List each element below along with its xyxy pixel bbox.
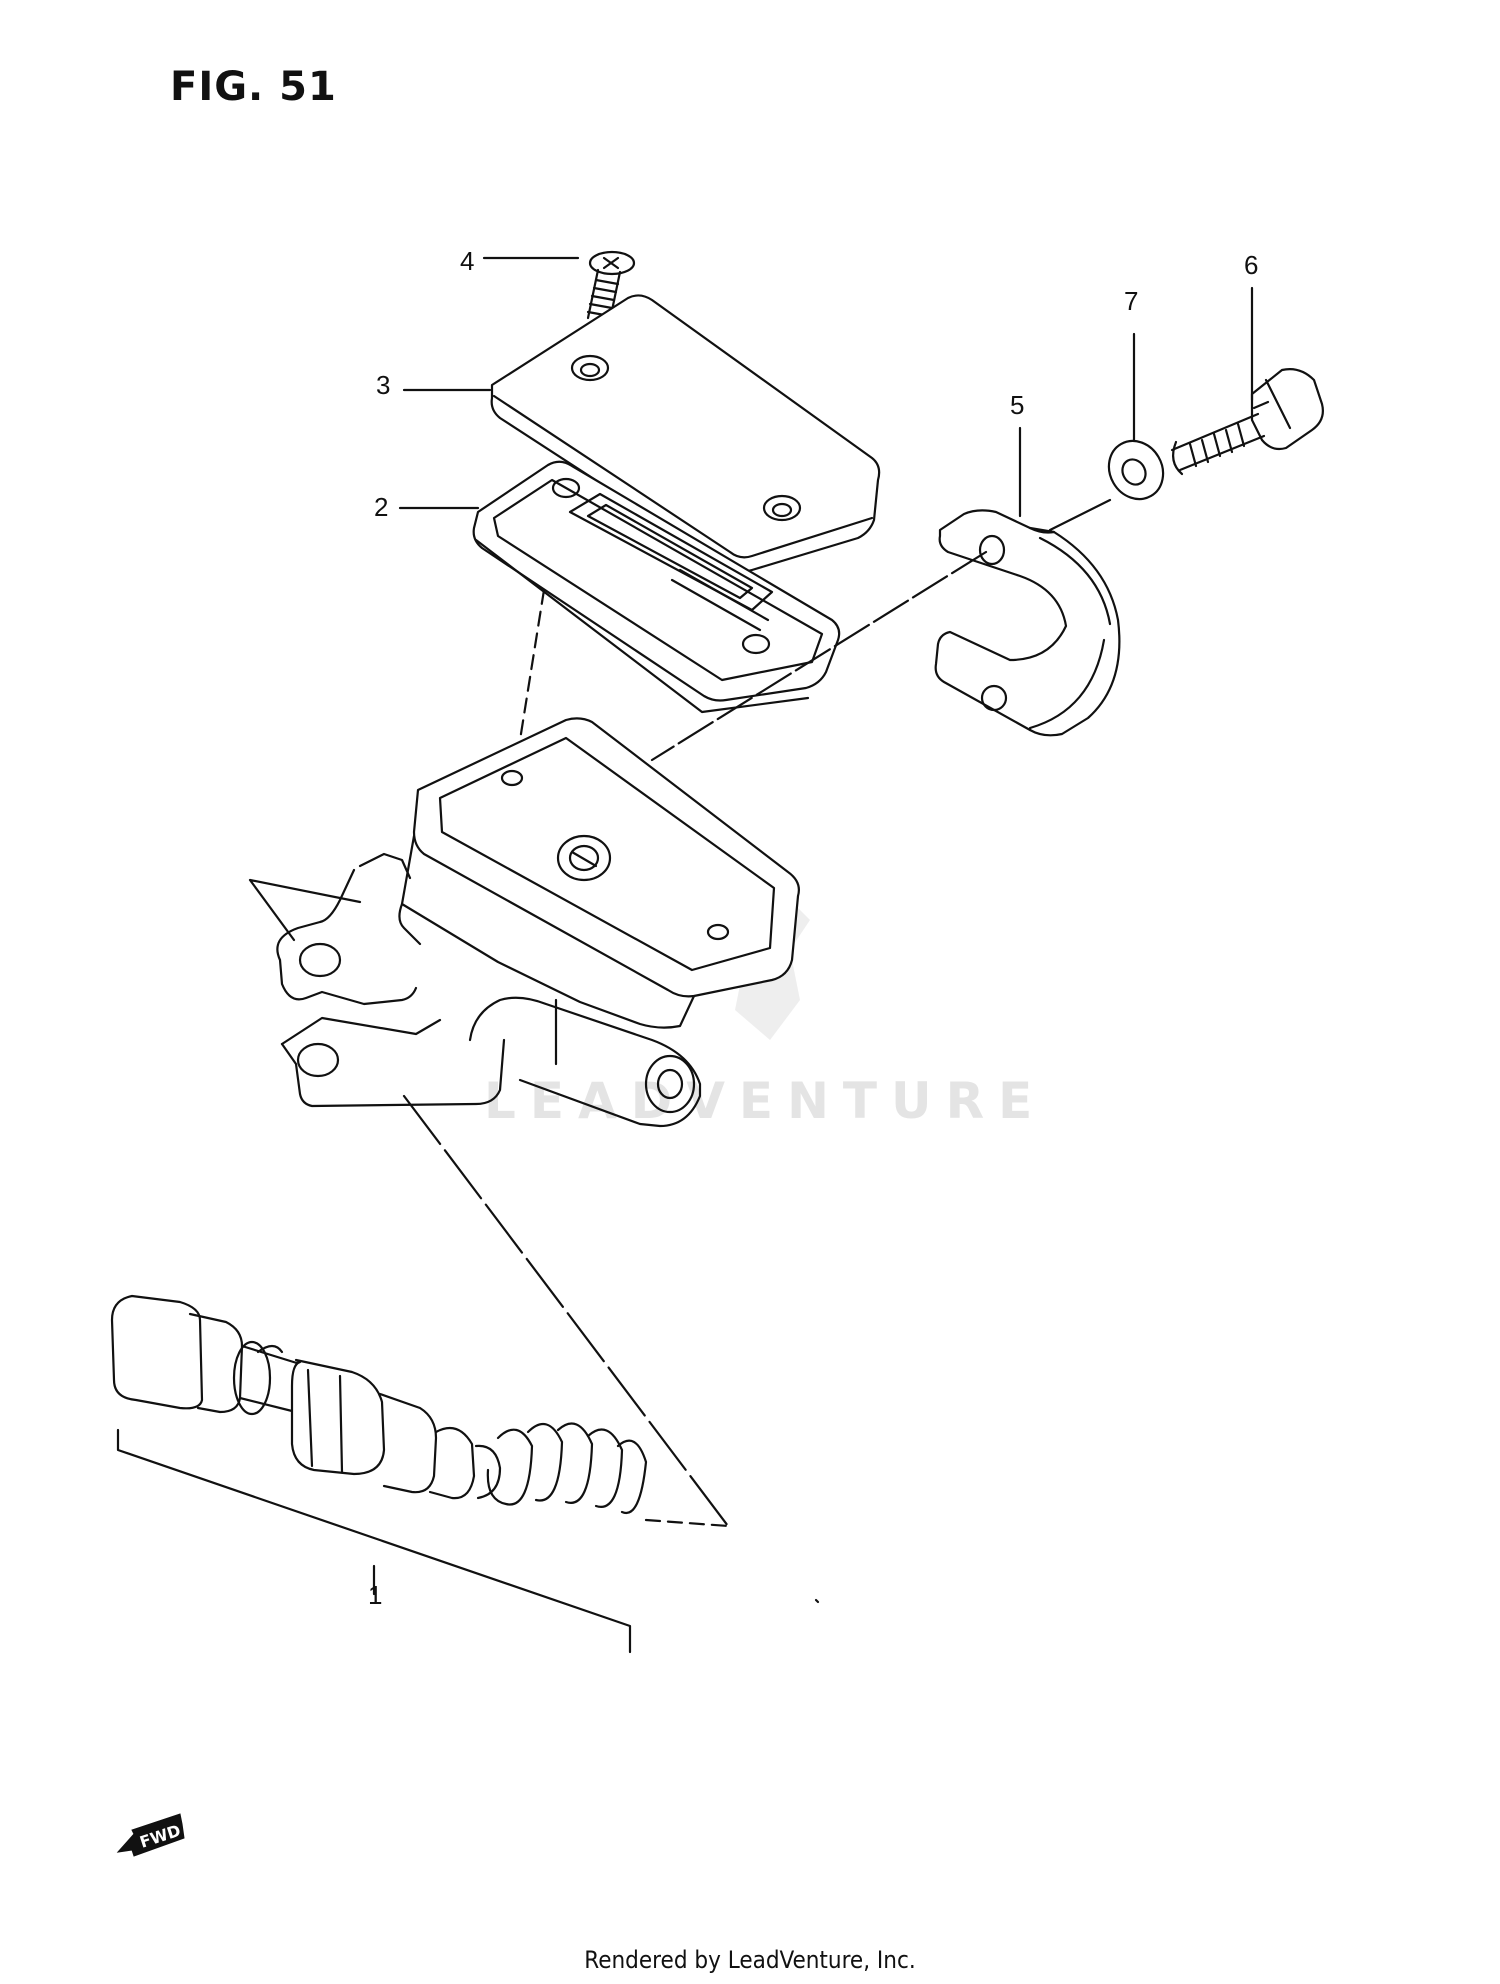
callout-labels: 1 2 3 4 5 6 7 (368, 246, 1258, 1610)
leader-lines (248, 256, 1254, 1604)
figure-title: FIG. 51 (170, 64, 337, 110)
footer-credit: Rendered by LeadVenture, Inc. (584, 1946, 916, 1974)
callout-6[interactable]: 6 (1244, 250, 1258, 280)
callout-3[interactable]: 3 (376, 370, 390, 400)
part-7-washer[interactable] (1098, 431, 1173, 509)
part-1-piston-kit[interactable] (110, 1294, 648, 1654)
master-cylinder-body[interactable] (276, 717, 800, 1128)
part-4-screw[interactable] (586, 250, 636, 322)
part-6-bolt[interactable] (1170, 368, 1324, 476)
part-5-handlebar-clamp[interactable] (934, 509, 1121, 737)
part-2-diaphragm[interactable] (472, 460, 841, 714)
callout-5[interactable]: 5 (1010, 390, 1024, 420)
watermark-text: LEADVENTURE (484, 1072, 1046, 1130)
callout-1[interactable]: 1 (368, 1580, 382, 1610)
callout-2[interactable]: 2 (374, 492, 388, 522)
part-3-reservoir-cap[interactable] (490, 294, 881, 573)
callout-4[interactable]: 4 (460, 246, 474, 276)
forward-direction-badge: FWD (116, 1813, 185, 1857)
callout-7[interactable]: 7 (1124, 286, 1138, 316)
